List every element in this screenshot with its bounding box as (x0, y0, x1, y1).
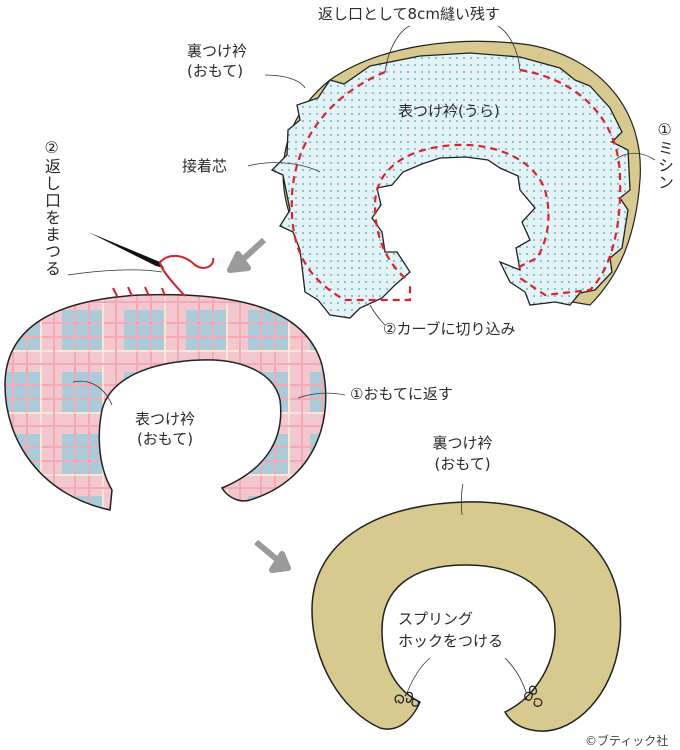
leader-hook-right (504, 657, 527, 693)
label-under-collar-1b: (おもて) (187, 62, 244, 80)
finished-collar (311, 501, 622, 732)
needle-icon (88, 232, 164, 268)
leader-hook-left (405, 657, 431, 696)
leader-interfacing (247, 162, 321, 173)
leader-sew (614, 152, 656, 161)
label-interfacing: 接着芯 (182, 157, 228, 175)
hook-left-icon (394, 691, 420, 707)
hook-right-icon (524, 685, 543, 707)
leader-under-collar-step3 (460, 483, 464, 516)
label-hook-b: ホックをつける (398, 632, 504, 650)
label-turn-right-side: ①おもてに返す (350, 385, 453, 403)
slip-stitches (112, 286, 166, 297)
leader-under-collar (264, 74, 306, 89)
label-leave-opening: 返し口として8cm縫い残す (318, 5, 500, 23)
thread (158, 254, 215, 297)
copyright: ©ブティック社 (585, 734, 669, 748)
leader-turn (297, 392, 346, 399)
label-upper-collar-wrong: 表つけ衿(うら) (398, 102, 500, 120)
stitch-line-outer-left (290, 70, 412, 302)
leader-slipstitch (67, 269, 163, 276)
stitch-line-outer-right (519, 68, 622, 297)
step1-collar-group (247, 25, 656, 326)
leader-upper-collar (72, 380, 113, 406)
label-upper-collar-2a: 表つけ衿 (134, 410, 195, 428)
leader-opening-right (497, 25, 521, 71)
label-sew-vertical: ①ミシン (655, 120, 674, 191)
step3-collar-group (311, 483, 622, 732)
label-upper-collar-2b: (おもて) (136, 430, 194, 448)
leader-opening-left (384, 25, 411, 73)
arrow-step1-to-step2-icon (227, 237, 267, 273)
arrow-step2-to-step3-icon (254, 539, 291, 573)
leader-clip (369, 304, 386, 326)
step2-collar-group (4, 232, 346, 511)
label-under-collar-3a: 裏つけ衿 (432, 434, 493, 452)
label-under-collar-1a: 裏つけ衿 (187, 42, 248, 60)
stitch-line-inner (373, 143, 550, 279)
label-slipstitch-vertical: ②返し口をまつる (42, 138, 61, 277)
upper-collar-right-side (4, 293, 327, 511)
label-under-collar-3b: (おもて) (434, 455, 491, 473)
label-hook-a: スプリング (398, 610, 474, 628)
label-clip-curves: ②カーブに切り込み (383, 320, 516, 338)
